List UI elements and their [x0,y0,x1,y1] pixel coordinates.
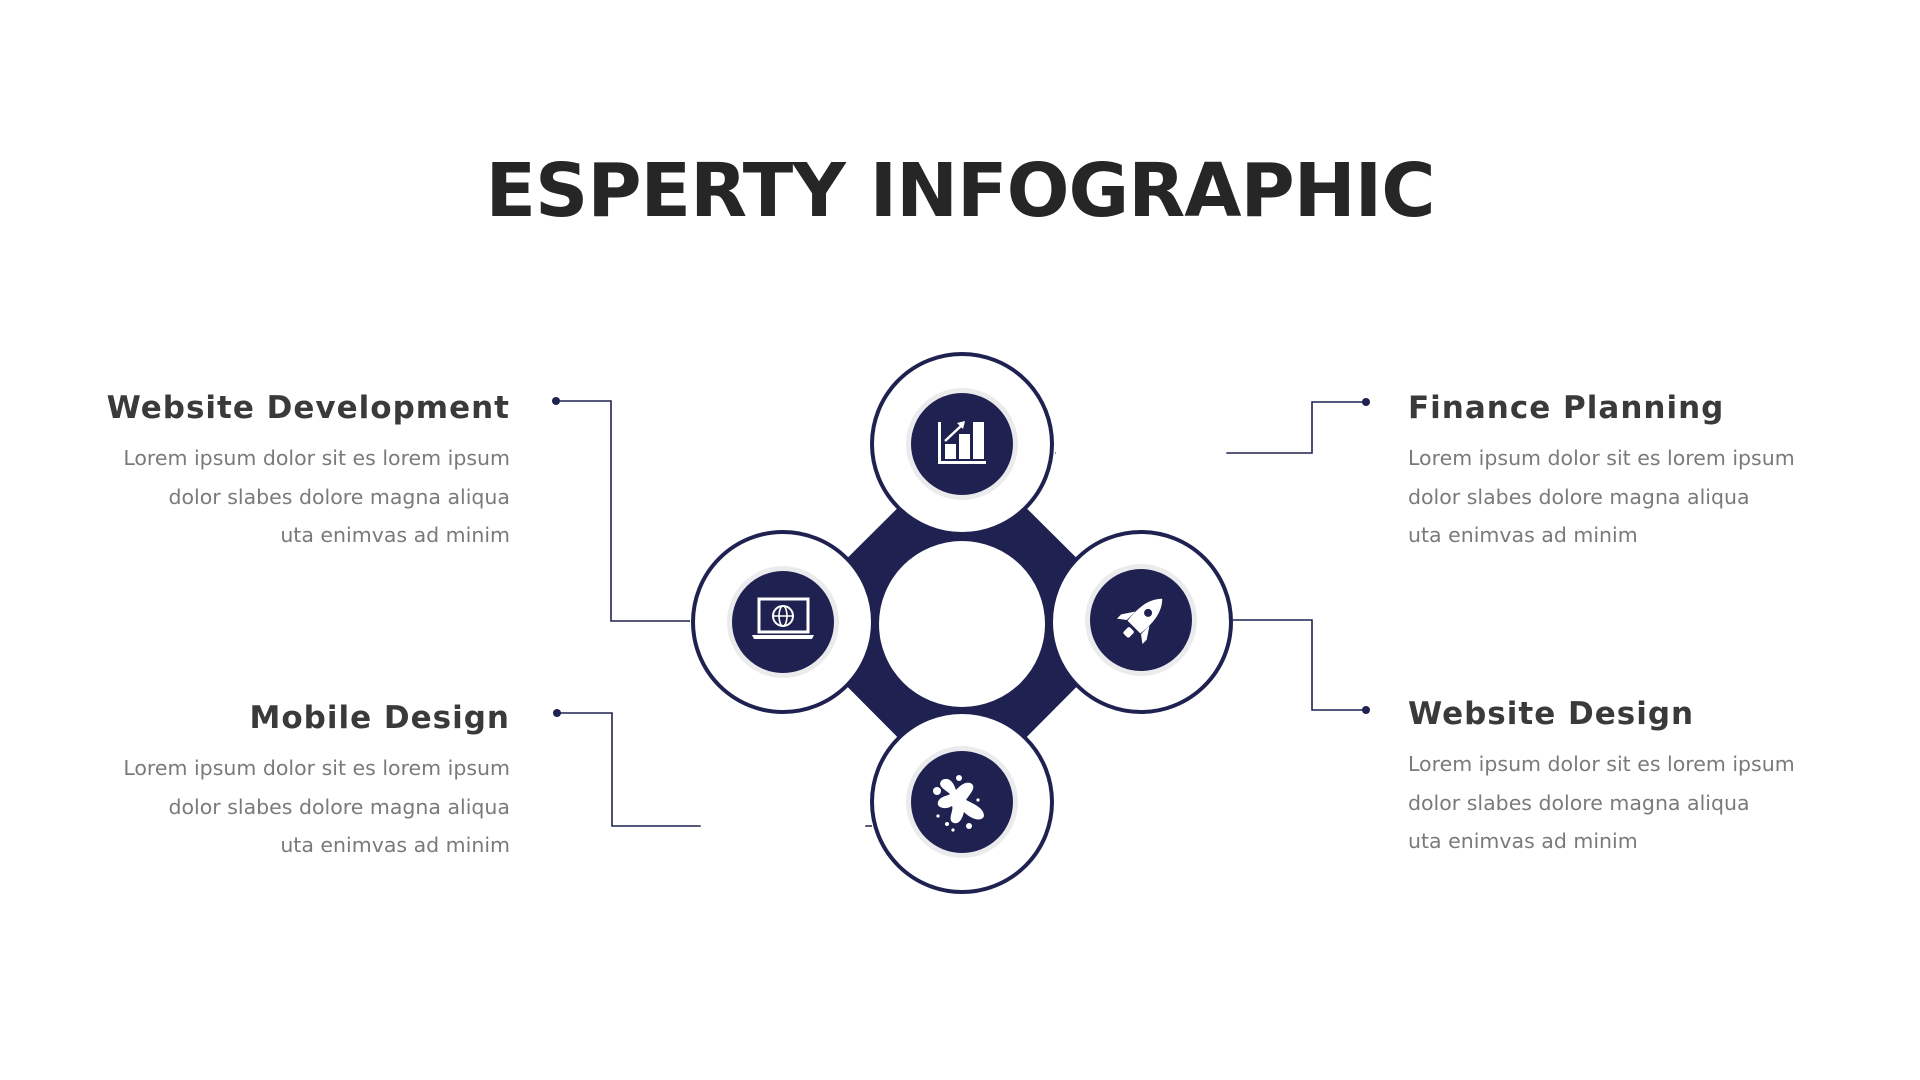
rocket-icon [1116,598,1163,645]
connector-left-top [556,400,690,622]
item-heading: Mobile Design [249,700,510,736]
item-heading: Website Development [106,390,510,426]
connector-dot [553,709,561,717]
laptop-globe-icon [752,597,814,639]
item-mobile-design: Mobile Design Lorem ipsum dolor sit es l… [70,699,510,865]
connector-dot [1362,706,1370,714]
item-description: Lorem ipsum dolor sit es lorem ipsum dol… [1408,446,1795,547]
item-finance-planning: Finance Planning Lorem ipsum dolor sit e… [1408,389,1848,555]
item-description: Lorem ipsum dolor sit es lorem ipsum dol… [123,446,510,547]
item-website-design: Website Design Lorem ipsum dolor sit es … [1408,695,1848,861]
paint-splash-icon [933,775,984,832]
page-title: ESPERTY INFOGRAPHIC [485,148,1435,234]
connector-dot [552,397,560,405]
growth-chart-icon [938,421,986,464]
item-description: Lorem ipsum dolor sit es lorem ipsum dol… [1408,752,1795,853]
connector-right-bottom [1233,619,1366,711]
item-description: Lorem ipsum dolor sit es lorem ipsum dol… [123,756,510,857]
item-heading: Finance Planning [1408,390,1725,426]
item-website-development: Website Development Lorem ipsum dolor si… [70,389,510,555]
connector-dot [1362,398,1370,406]
item-heading: Website Design [1408,696,1695,732]
center-circle [879,541,1045,707]
